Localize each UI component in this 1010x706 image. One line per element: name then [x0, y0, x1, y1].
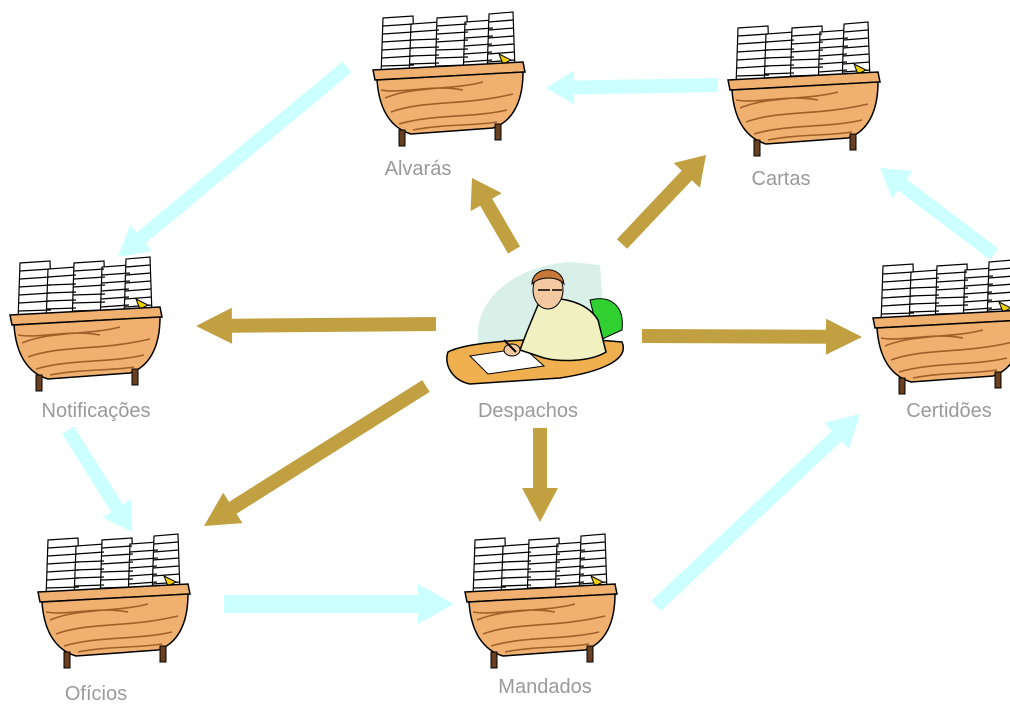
flow-arrow-to-notificacoes [196, 307, 437, 344]
desk-notificacoes [9, 256, 163, 392]
desk-cartas [727, 21, 881, 157]
node-label-mandados: Mandados [498, 676, 592, 698]
node-label-notificacoes: Notificações [41, 400, 151, 422]
cycle-arrow-oficios-to-mandados [224, 584, 454, 624]
cycle-arrow-certidoes-to-cartas [880, 168, 999, 260]
cycle-arrow-notificacoes-to-oficios [62, 426, 132, 532]
node-label-certidoes: Certidões [906, 400, 992, 422]
node-label-oficios: Ofícios [64, 683, 128, 705]
node-label-despachos: Despachos [477, 400, 579, 422]
cycle-arrow-mandados-to-certidoes [651, 414, 860, 612]
clerk-writing-icon [446, 262, 625, 385]
cycle-arrow-alvaras-to-notificacoes [118, 61, 352, 257]
node-label-alvaras: Alvarás [384, 158, 452, 180]
flow-arrow-to-certidoes [642, 318, 862, 355]
flow-arrow-to-oficios [204, 380, 430, 526]
flow-arrow-to-cartas [616, 155, 706, 249]
cycle-arrow-cartas-to-alvaras [546, 70, 719, 105]
desk-oficios [37, 533, 191, 669]
node-label-cartas: Cartas [751, 168, 811, 190]
desk-alvaras [372, 11, 526, 147]
flow-arrow-to-mandados [522, 428, 558, 522]
desk-mandados [464, 533, 618, 669]
flow-arrow-to-alvaras [470, 178, 520, 254]
desk-certidoes [872, 259, 1010, 395]
